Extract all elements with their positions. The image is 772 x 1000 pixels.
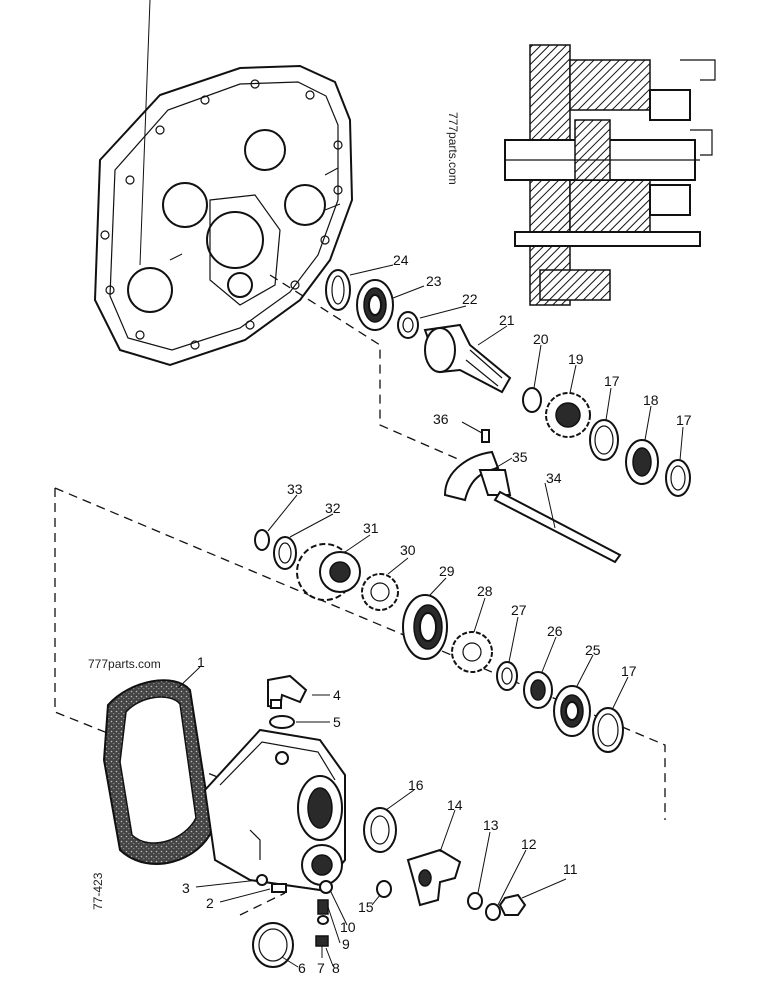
plug-7 xyxy=(315,935,329,947)
coupling-sleeve-29 xyxy=(402,594,448,660)
snap-ring-17-lower xyxy=(592,707,624,753)
callout-9: 9 xyxy=(342,936,350,952)
gear-28 xyxy=(451,631,493,673)
callout-17-upper: 17 xyxy=(604,373,620,389)
snap-ring-17-upper xyxy=(589,419,619,461)
watermark-top: 777parts.com xyxy=(446,112,460,185)
bearing-26 xyxy=(523,671,553,709)
callout-27: 27 xyxy=(511,602,527,618)
callout-35: 35 xyxy=(512,449,528,465)
snap-ring-24 xyxy=(325,269,351,311)
snap-ring-20 xyxy=(522,387,542,413)
ball-10 xyxy=(319,880,333,894)
callout-29: 29 xyxy=(439,563,455,579)
callout-23: 23 xyxy=(426,273,442,289)
callout-31: 31 xyxy=(363,520,379,536)
screw-36 xyxy=(481,429,490,443)
callout-numbers: 1 2 3 4 5 6 7 8 9 10 11 12 13 14 15 16 1… xyxy=(182,252,692,976)
washer-13 xyxy=(467,892,483,910)
callout-18: 18 xyxy=(643,392,659,408)
o-ring-5 xyxy=(269,715,295,729)
deflector-15 xyxy=(376,880,392,898)
seal-6 xyxy=(252,922,294,968)
watermarks: 777parts.com 777parts.com 77-423 xyxy=(88,112,460,910)
gear-30 xyxy=(361,573,399,611)
callout-8: 8 xyxy=(332,960,340,976)
snap-ring-33 xyxy=(254,529,270,551)
washer-3 xyxy=(256,874,268,886)
snap-ring-17-right xyxy=(665,459,691,497)
leader-lines xyxy=(177,264,684,968)
drawing-code: 77-423 xyxy=(91,872,105,910)
callout-4: 4 xyxy=(333,687,341,703)
nut-11 xyxy=(498,893,527,916)
gasket-1 xyxy=(102,679,214,865)
washer-8 xyxy=(317,915,329,925)
callout-33: 33 xyxy=(287,481,303,497)
callout-34: 34 xyxy=(546,470,562,486)
callout-19: 19 xyxy=(568,351,584,367)
bolt-2 xyxy=(271,883,287,893)
callout-7: 7 xyxy=(317,960,325,976)
callout-36: 36 xyxy=(433,411,449,427)
callout-24: 24 xyxy=(393,252,409,268)
callout-12: 12 xyxy=(521,836,537,852)
oil-seal-16 xyxy=(363,807,397,853)
callout-6: 6 xyxy=(298,960,306,976)
callout-14: 14 xyxy=(447,797,463,813)
shift-rail-34 xyxy=(493,490,622,564)
bearing-18 xyxy=(625,439,659,485)
spring-9 xyxy=(317,899,329,915)
housing-plate xyxy=(93,0,354,367)
callout-32: 32 xyxy=(325,500,341,516)
callout-2: 2 xyxy=(206,895,214,911)
watermark-left: 777parts.com xyxy=(88,657,161,671)
bearing-23 xyxy=(356,279,394,331)
callout-11: 11 xyxy=(563,861,578,877)
callout-25: 25 xyxy=(585,642,601,658)
callout-22: 22 xyxy=(462,291,478,307)
callout-20: 20 xyxy=(533,331,549,347)
gear-19 xyxy=(545,392,591,438)
callout-15: 15 xyxy=(358,899,374,915)
input-shaft-21 xyxy=(423,323,512,394)
gearbox-housing xyxy=(203,728,346,892)
callout-28: 28 xyxy=(477,583,493,599)
spacer-32 xyxy=(273,536,297,570)
callout-10: 10 xyxy=(340,919,356,935)
plate-studs xyxy=(139,0,341,266)
callout-21: 21 xyxy=(499,312,515,328)
callout-16: 16 xyxy=(408,777,424,793)
callout-13: 13 xyxy=(483,817,499,833)
spacer-22 xyxy=(397,311,419,339)
washer-12 xyxy=(485,903,501,921)
elbow-fitting-4 xyxy=(267,674,308,710)
callout-1: 1 xyxy=(197,654,205,670)
callout-3: 3 xyxy=(182,880,190,896)
callout-17-right: 17 xyxy=(676,412,692,428)
assembly-cross-section xyxy=(504,44,716,306)
plate-bolt-holes xyxy=(100,79,343,350)
callout-17-lower: 17 xyxy=(621,663,637,679)
callout-30: 30 xyxy=(400,542,416,558)
spacer-27 xyxy=(496,661,518,691)
bearing-25 xyxy=(553,685,591,737)
callout-5: 5 xyxy=(333,714,341,730)
shift-fork-35 xyxy=(443,450,512,502)
gear-31 xyxy=(296,543,361,601)
yoke-14 xyxy=(406,848,462,907)
callout-26: 26 xyxy=(547,623,563,639)
